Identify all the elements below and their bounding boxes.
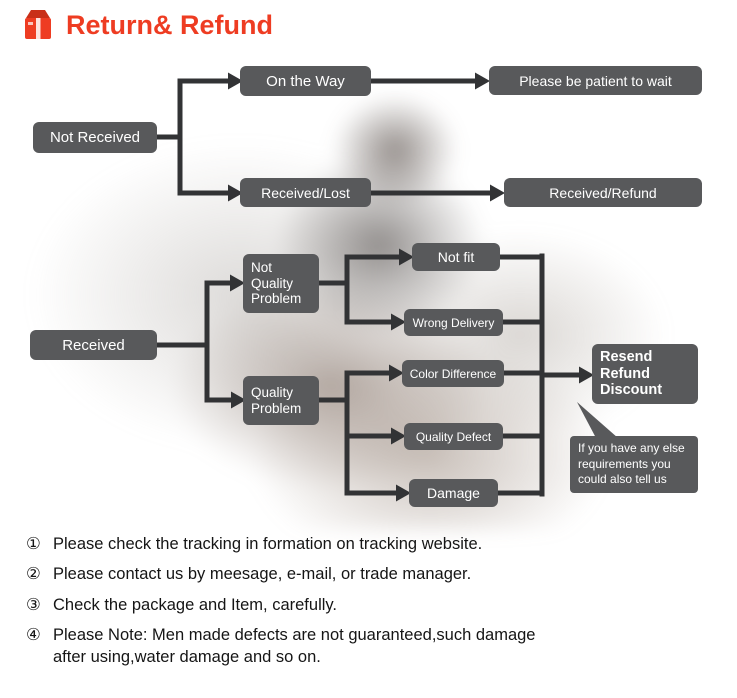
- note-1: ① Please check the tracking in formation…: [26, 533, 721, 555]
- node-received-lost: Received/Lost: [240, 178, 371, 207]
- node-be-patient: Please be patient to wait: [489, 66, 702, 95]
- note-4: ④ Please Note: Men made defects are not …: [26, 624, 721, 669]
- note-4-text: Please Note: Men made defects are not gu…: [53, 625, 536, 667]
- node-color-difference: Color Difference: [402, 360, 504, 387]
- node-not-fit: Not fit: [412, 243, 500, 271]
- note-3-text: Check the package and Item, carefully.: [53, 595, 338, 614]
- node-on-the-way: On the Way: [240, 66, 371, 96]
- node-quality-defect: Quality Defect: [404, 423, 503, 450]
- package-icon: [22, 8, 54, 42]
- header: Return& Refund: [22, 8, 273, 42]
- note-3-number: ③: [26, 595, 41, 614]
- node-resolution: Resend Refund Discount: [592, 344, 698, 404]
- note-2-text: Please contact us by meesage, e-mail, or…: [53, 565, 472, 584]
- note-1-number: ①: [26, 535, 41, 553]
- page-title: Return& Refund: [66, 9, 273, 40]
- note-2: ② Please contact us by meesage, e-mail, …: [26, 563, 721, 585]
- speech-bubble: If you have any else requirements you co…: [570, 436, 698, 493]
- notes-list: ① Please check the tracking in formation…: [26, 533, 721, 676]
- note-4-number: ④: [26, 625, 41, 644]
- node-quality-problem: Quality Problem: [243, 376, 319, 425]
- note-3: ③ Check the package and Item, carefully.: [26, 594, 721, 616]
- note-1-text: Please check the tracking in formation o…: [53, 535, 483, 553]
- node-not-received: Not Received: [33, 122, 157, 153]
- node-received: Received: [30, 330, 157, 360]
- node-not-quality-problem: Not Quality Problem: [243, 254, 319, 313]
- node-damage: Damage: [409, 479, 498, 507]
- note-2-number: ②: [26, 565, 41, 584]
- node-wrong-delivery: Wrong Delivery: [404, 309, 503, 336]
- node-received-refund: Received/Refund: [504, 178, 702, 207]
